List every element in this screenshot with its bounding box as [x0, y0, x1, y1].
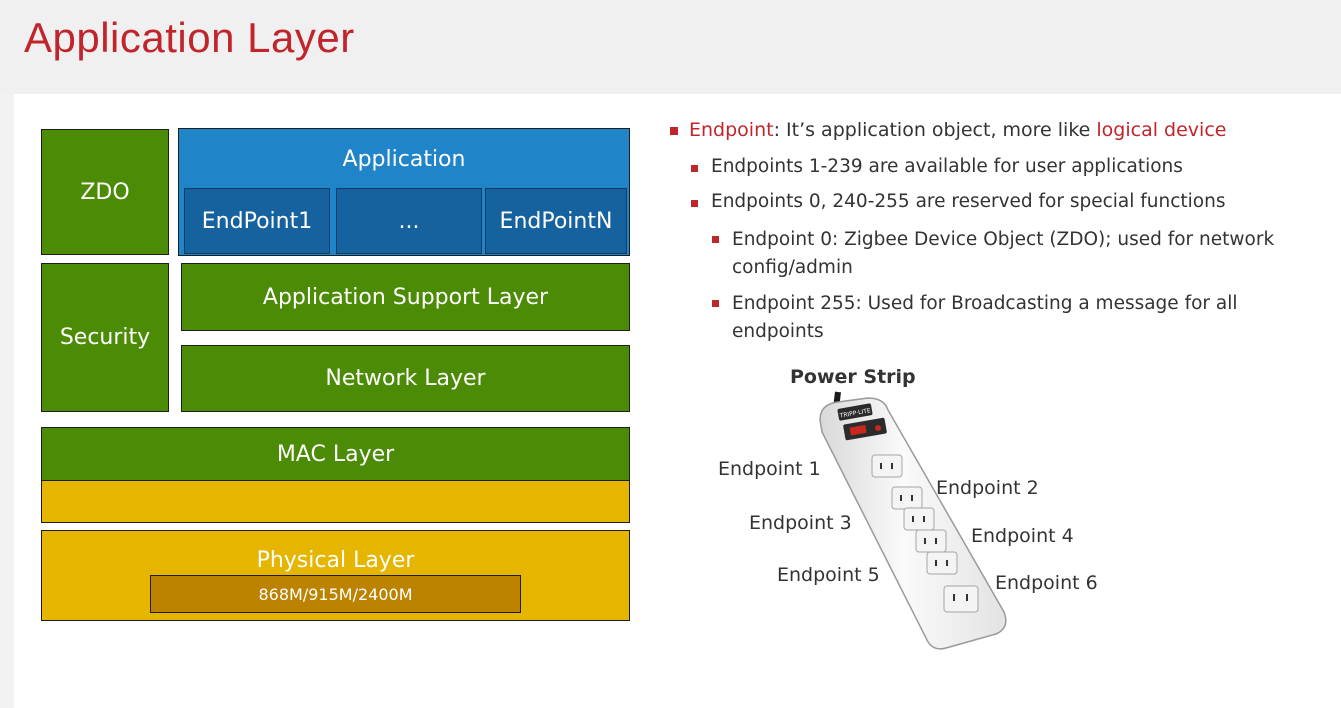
outlet-2: [891, 486, 923, 510]
endpointN-block: EndPointN: [485, 188, 627, 254]
endpoint-2-label: Endpoint 2: [936, 477, 1039, 499]
bullet-marker: [691, 200, 698, 207]
endpoint1-label: EndPoint1: [201, 208, 313, 234]
endpoint1-block: EndPoint1: [184, 188, 330, 254]
outlet-4: [915, 529, 947, 553]
endpoint-5-label: Endpoint 5: [777, 564, 880, 586]
indicator-light: [875, 425, 881, 431]
bullet-endpoint: Endpoint: It’s application object, more …: [689, 119, 1226, 141]
endpoint-4-label: Endpoint 4: [971, 525, 1074, 547]
security-label: Security: [59, 325, 151, 350]
application-label: Application: [342, 147, 466, 172]
endpoint-text: : It’s application object, more like: [773, 119, 1097, 141]
endpoint-1-label: Endpoint 1: [718, 458, 821, 480]
bullet-endpoint-0: Endpoint 0: Zigbee Device Object (ZDO); …: [732, 229, 1275, 278]
brand-plate: [837, 403, 873, 421]
logical-device-highlight: logical device: [1096, 119, 1227, 141]
bullet-marker: [712, 300, 719, 307]
endpointN-label: EndPointN: [499, 208, 613, 234]
frequency-band-block: 868M/915M/2400M: [150, 575, 521, 613]
bullet-endpoint-255: Endpoint 255: Used for Broadcasting a me…: [732, 293, 1238, 342]
frequency-band-label: 868M/915M/2400M: [258, 584, 413, 604]
mac-layer-label: MAC Layer: [276, 441, 395, 467]
aps-layer-block: Application Support Layer: [181, 263, 630, 331]
outlet-3: [903, 507, 935, 531]
endpoint-6-label: Endpoint 6: [995, 572, 1098, 594]
network-layer-label: Network Layer: [325, 366, 486, 391]
security-block: Security: [41, 263, 169, 412]
slide-title: Application Layer: [24, 14, 355, 61]
aps-layer-label: Application Support Layer: [262, 284, 549, 310]
bullet-marker: [691, 165, 698, 172]
network-layer-block: Network Layer: [181, 345, 630, 412]
power-strip-title: Power Strip: [790, 366, 916, 388]
bullet-endpoints-reserved: Endpoints 0, 240-255 are reserved for sp…: [711, 191, 1226, 212]
endpoint-term: Endpoint: [689, 119, 774, 141]
endpoint-3-label: Endpoint 3: [749, 512, 852, 534]
bullet-endpoints-user: Endpoints 1-239 are available for user a…: [711, 156, 1183, 177]
switch-light: [849, 424, 867, 436]
endpoint-ellipsis-block: ...: [336, 188, 482, 254]
bullet-marker: [670, 127, 678, 135]
outlet-6: [943, 585, 979, 613]
physical-layer-label: Physical Layer: [256, 548, 415, 573]
outlet-1: [871, 454, 903, 478]
mac-layer-band: MAC Layer: [41, 427, 630, 481]
bullet-marker: [712, 236, 719, 243]
title-bar: Application Layer: [0, 0, 1341, 94]
zdo-label: ZDO: [80, 179, 130, 205]
endpoint-ellipsis-label: ...: [398, 208, 420, 234]
outlet-5: [926, 551, 958, 575]
zdo-block: ZDO: [41, 129, 169, 255]
